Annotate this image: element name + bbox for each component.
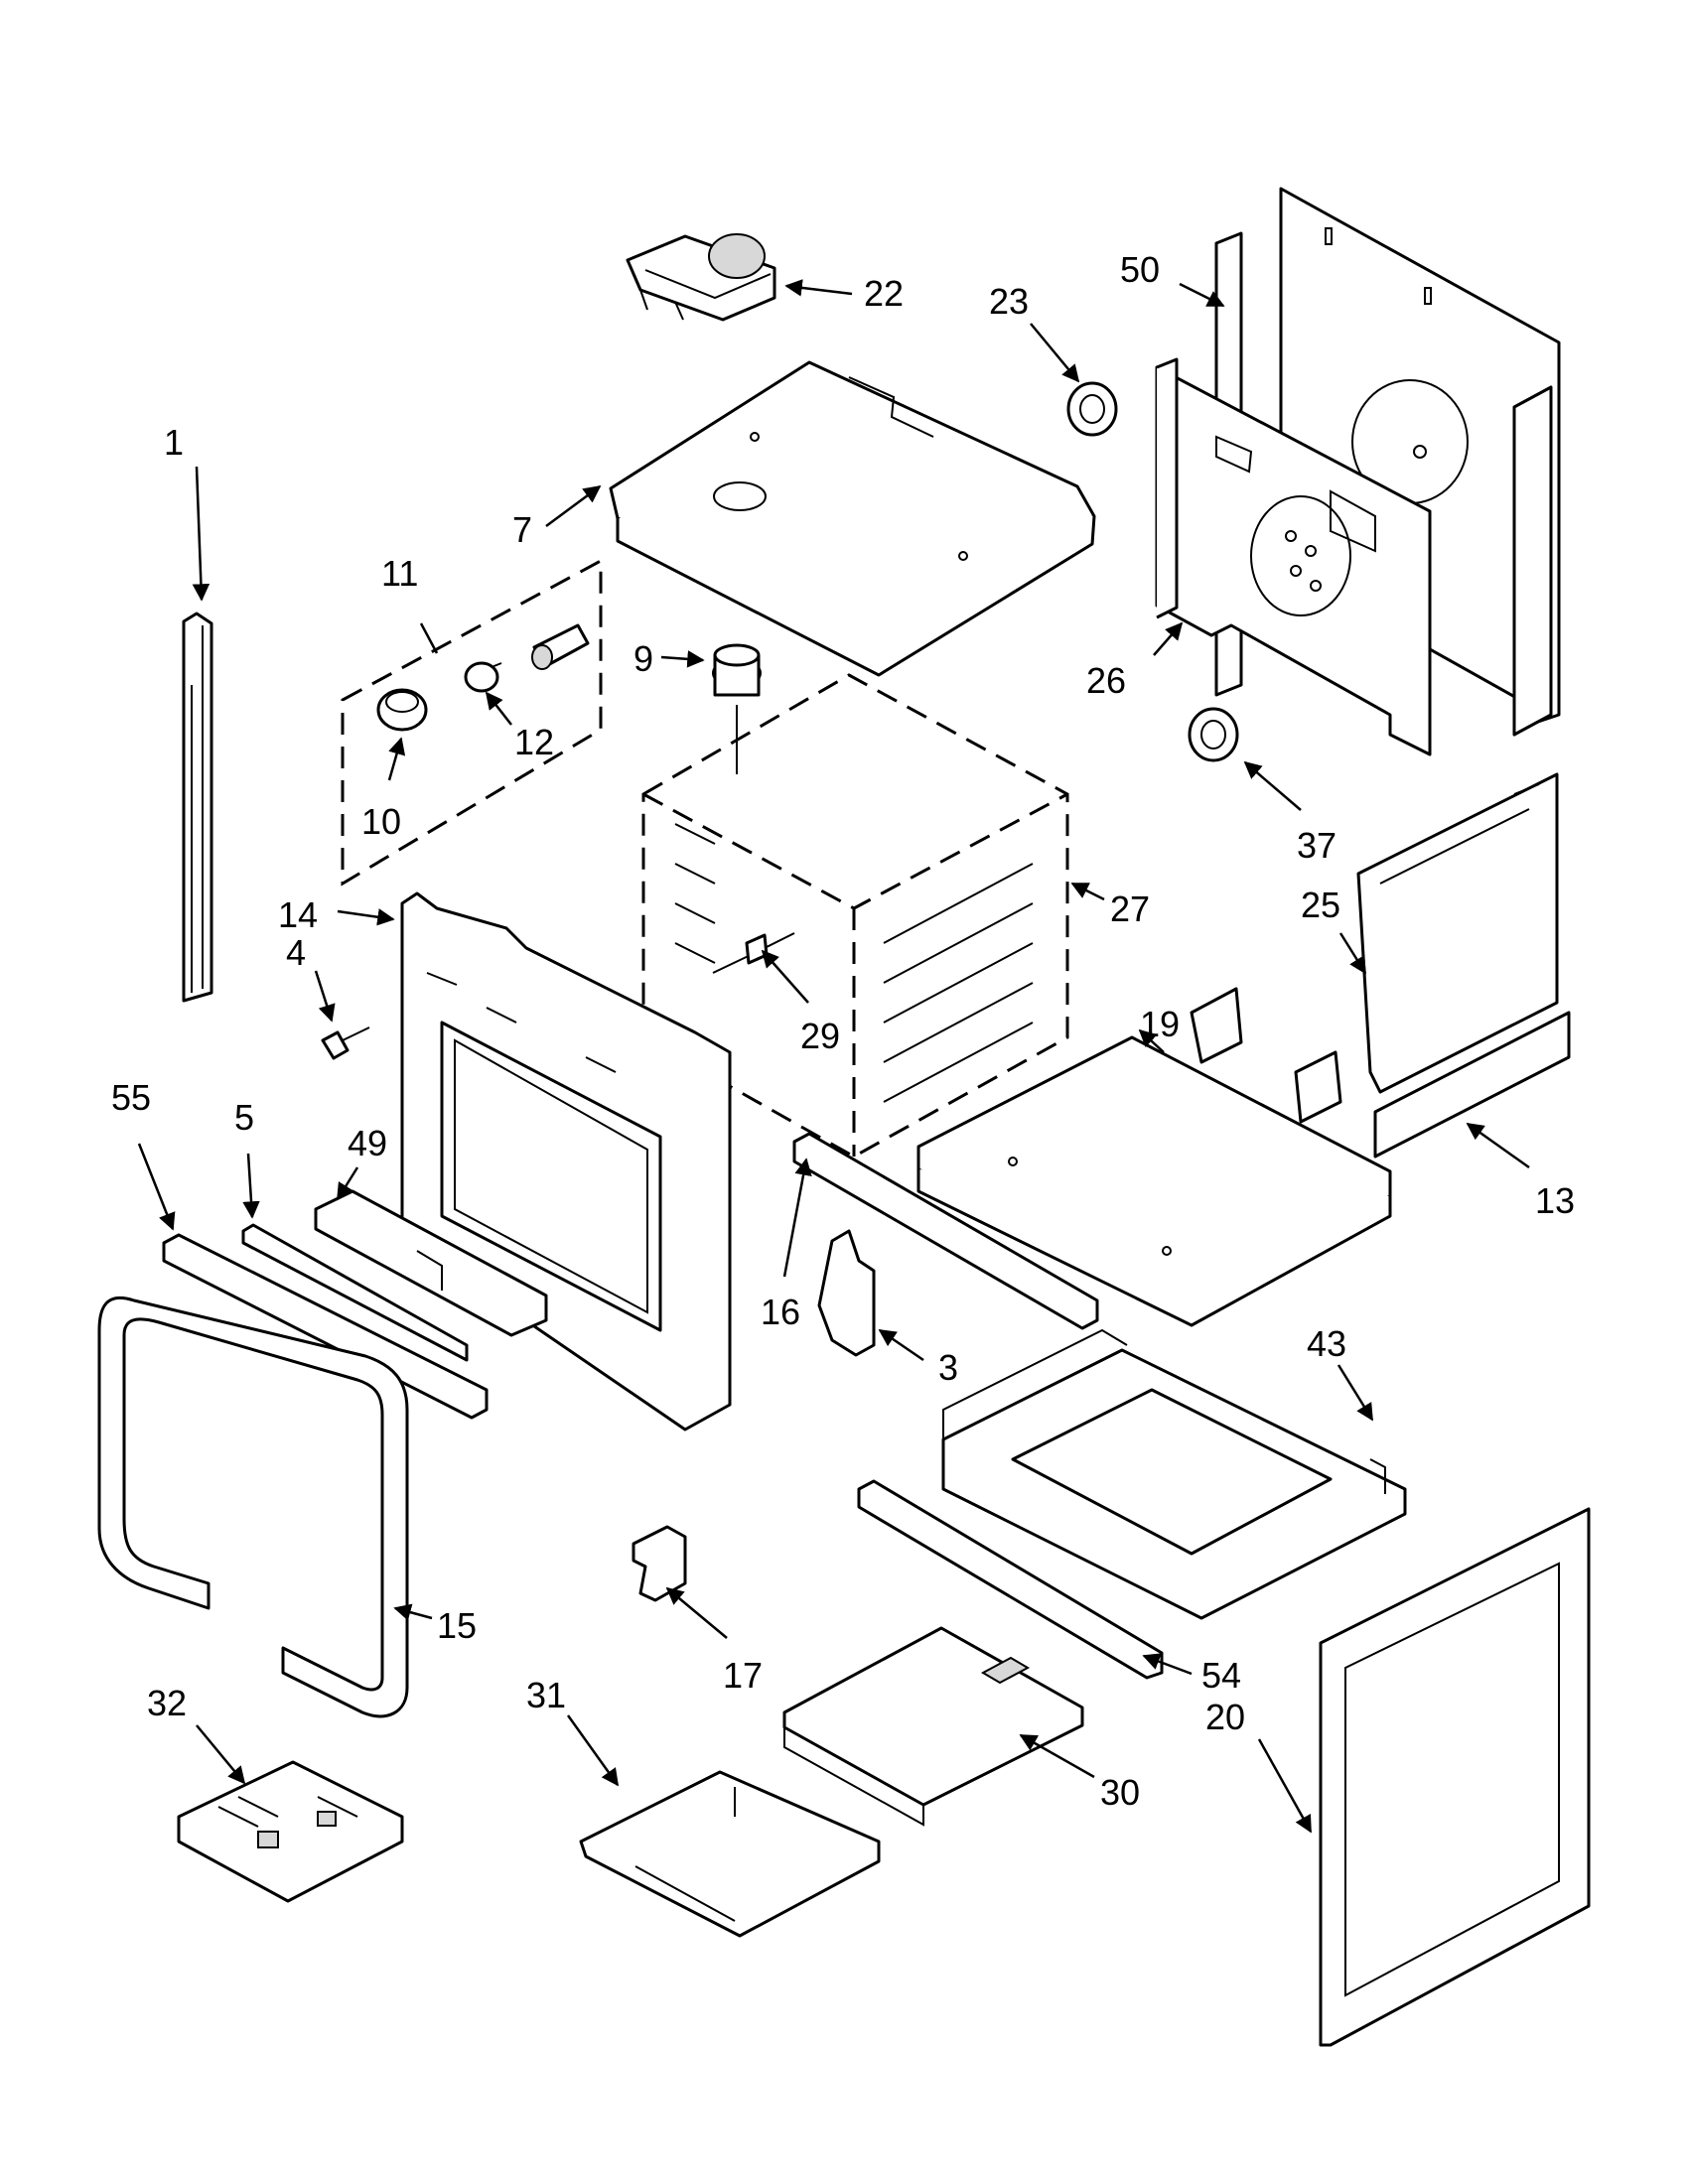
leader-9: [660, 650, 705, 668]
callout-20: 20: [1205, 1697, 1245, 1737]
part-7-top-panel: [609, 360, 1096, 677]
leader-26: [1153, 621, 1184, 656]
part-4-screw: [321, 1026, 370, 1060]
callout-19: 19: [1140, 1004, 1180, 1044]
leader-4: [314, 970, 336, 1023]
part-1-trim-strip: [182, 612, 213, 1003]
part-55-rail: [162, 1233, 489, 1420]
callout-16: 16: [761, 1292, 800, 1332]
part-31-base-plate: [579, 1770, 881, 1938]
callout-7: 7: [512, 509, 532, 550]
leader-16: [782, 1158, 812, 1278]
part-11-lamp-kit: [341, 558, 603, 887]
leader-20: [1257, 1738, 1313, 1834]
callout-22: 22: [864, 273, 904, 314]
leader-37: [1243, 760, 1302, 811]
callout-5: 5: [234, 1097, 254, 1138]
part-54-rail: [857, 1479, 1164, 1680]
leader-lines: [137, 279, 1530, 1834]
leader-55: [137, 1143, 176, 1231]
leader-15: [393, 1603, 433, 1621]
callout-14: 14: [278, 894, 318, 935]
part-3-bracket: [817, 1229, 876, 1357]
part-12-bulb: [464, 661, 502, 693]
leader-22: [784, 279, 853, 297]
leader-12: [485, 691, 512, 726]
leader-25: [1338, 932, 1367, 975]
callout-9: 9: [633, 638, 653, 679]
callout-23: 23: [989, 281, 1029, 322]
part-22-switch: [626, 233, 776, 322]
leader-43: [1336, 1364, 1374, 1422]
leader-30: [1019, 1733, 1095, 1779]
leader-1: [192, 466, 211, 602]
callout-50: 50: [1120, 249, 1160, 290]
callout-10: 10: [361, 801, 401, 842]
callout-27: 27: [1110, 888, 1150, 929]
part-43-bottom-tray: [941, 1328, 1407, 1620]
part-13-strip: [1373, 1011, 1571, 1159]
leader-17: [665, 1586, 728, 1639]
callout-31: 31: [526, 1675, 566, 1715]
part-23-gasket: [1066, 381, 1118, 437]
callout-3: 3: [938, 1347, 958, 1388]
leader-23: [1030, 323, 1080, 383]
callout-32: 32: [147, 1683, 187, 1723]
part-14-front-frame: [400, 891, 732, 1432]
leader-5: [242, 1153, 260, 1219]
part-16-trim: [792, 1132, 1099, 1330]
part-17-bracket: [632, 1525, 687, 1602]
callout-1: 1: [164, 422, 184, 463]
part-30-tray: [782, 1626, 1084, 1827]
part-25-side-panel: [1356, 772, 1559, 1094]
callout-labels: 1 3 4 5 7 9 10 11 12 13 14 15 16 17 19 2…: [111, 249, 1575, 1813]
callout-29: 29: [800, 1016, 840, 1056]
callout-49: 49: [348, 1123, 387, 1163]
leader-32: [196, 1724, 246, 1785]
callout-43: 43: [1307, 1323, 1346, 1364]
callout-11: 11: [381, 553, 418, 594]
callout-13: 13: [1535, 1180, 1575, 1221]
leader-3: [878, 1328, 924, 1362]
leader-13: [1466, 1122, 1530, 1169]
leader-54: [1142, 1653, 1193, 1676]
part-19-bottom-panel: [916, 987, 1392, 1327]
callout-17: 17: [723, 1655, 763, 1696]
part-5-strip: [241, 1223, 469, 1362]
leader-29: [761, 949, 809, 1004]
leader-14: [337, 908, 395, 926]
part-29-temp-sensor: [712, 932, 795, 974]
part-10-lamp-cover: [376, 688, 428, 732]
part-37-gasket: [1188, 707, 1239, 762]
callout-30: 30: [1100, 1772, 1140, 1813]
lamp-socket: [531, 623, 590, 670]
callout-12: 12: [514, 722, 554, 762]
leader-11: [419, 622, 439, 654]
part-26-rear-baffle: [1155, 357, 1432, 756]
callout-15: 15: [437, 1605, 477, 1646]
part-9-sensor: [712, 643, 762, 774]
leader-27: [1070, 882, 1105, 901]
callout-37: 37: [1297, 825, 1336, 866]
callout-26: 26: [1086, 660, 1126, 701]
leader-50: [1179, 282, 1225, 308]
callout-55: 55: [111, 1077, 151, 1118]
leader-10: [387, 737, 406, 781]
callout-4: 4: [286, 932, 306, 973]
part-20-door-panel: [1319, 1507, 1591, 2047]
part-32-control-board: [177, 1760, 404, 1903]
callout-25: 25: [1301, 885, 1340, 925]
part-15-door-gasket: [97, 1296, 409, 1718]
callout-54: 54: [1201, 1655, 1241, 1696]
leader-31: [566, 1714, 620, 1787]
leader-7: [545, 484, 602, 528]
leader-19: [1138, 1028, 1165, 1053]
leader-49: [336, 1166, 359, 1201]
